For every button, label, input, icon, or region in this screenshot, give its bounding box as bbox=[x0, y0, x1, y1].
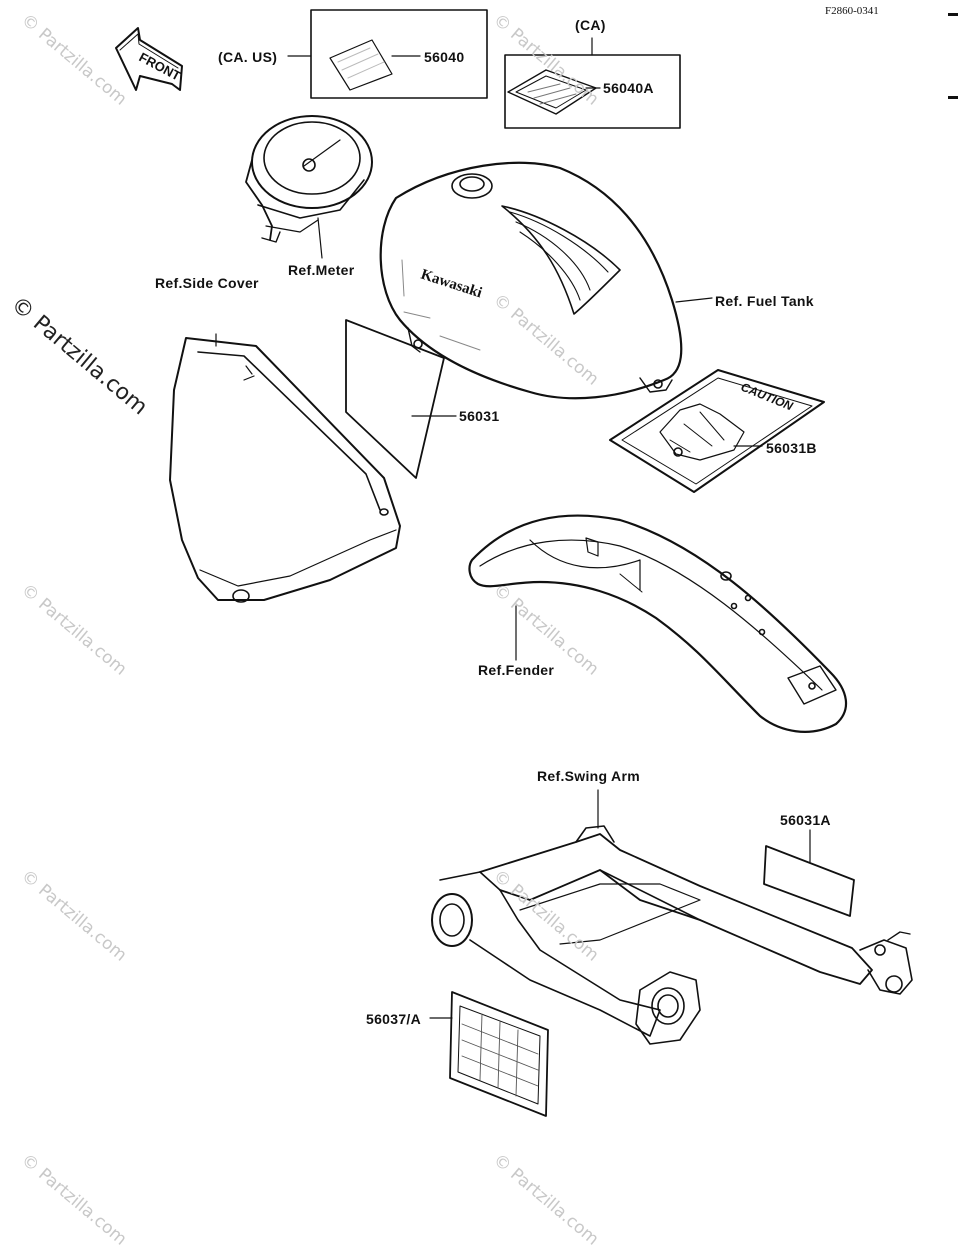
side-cover-drawing bbox=[169, 333, 401, 603]
diagram-code: F2860-0341 bbox=[825, 5, 879, 17]
label-56040A-box bbox=[504, 37, 681, 129]
label-56040-box bbox=[287, 9, 488, 99]
label-56031A-drawing bbox=[763, 829, 855, 917]
fender-drawing bbox=[468, 514, 848, 733]
swing-arm-drawing bbox=[431, 789, 913, 1045]
label-ca-us: (CA. US) bbox=[218, 49, 278, 65]
part-number-56031B[interactable]: 56031B bbox=[766, 440, 817, 456]
label-ca: (CA) bbox=[575, 17, 606, 33]
part-number-56031A[interactable]: 56031A bbox=[780, 812, 831, 828]
label-56037A-drawing bbox=[429, 991, 549, 1117]
corner-mark bbox=[948, 96, 958, 99]
label-ref-swing-arm: Ref.Swing Arm bbox=[537, 768, 640, 784]
parts-diagram: FRONT bbox=[115, 9, 913, 1117]
fuel-tank-drawing: Kawasaki bbox=[379, 161, 713, 400]
part-number-56040[interactable]: 56040 bbox=[424, 49, 465, 65]
tank-logo-text: Kawasaki bbox=[419, 267, 484, 302]
diagram-drawing: FRONT bbox=[115, 9, 913, 1117]
label-ref-fender: Ref.Fender bbox=[478, 662, 555, 678]
label-ref-fuel-tank: Ref. Fuel Tank bbox=[715, 293, 814, 309]
front-arrow: FRONT bbox=[115, 27, 183, 91]
label-56031-drawing bbox=[345, 319, 457, 479]
meter-drawing bbox=[245, 115, 373, 259]
part-number-56031[interactable]: 56031 bbox=[459, 408, 500, 424]
label-ref-side-cover: Ref.Side Cover bbox=[155, 275, 259, 291]
corner-mark bbox=[948, 13, 958, 16]
label-ref-meter: Ref.Meter bbox=[288, 262, 355, 278]
part-number-56037A[interactable]: 56037/A bbox=[366, 1011, 422, 1027]
part-number-56040A[interactable]: 56040A bbox=[603, 80, 654, 96]
